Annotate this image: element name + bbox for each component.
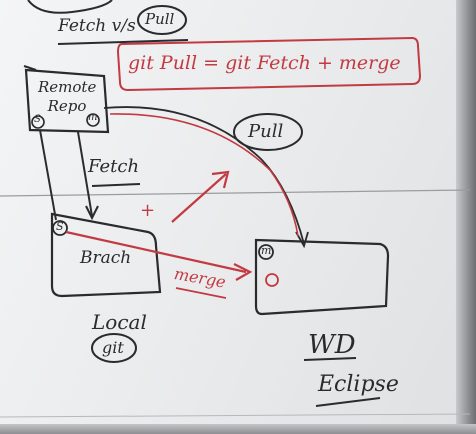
branch-s-marker: S xyxy=(56,220,64,233)
remote-s-marker: S xyxy=(34,114,41,125)
eclipse-underline xyxy=(315,397,381,407)
title-pull-label: Pull xyxy=(145,10,175,28)
fetch-arrowhead xyxy=(85,205,99,221)
board-guide-line xyxy=(0,413,471,418)
remote-s-circle xyxy=(31,115,45,129)
remote-repo-box xyxy=(24,68,110,134)
wd-m-circle xyxy=(258,244,274,260)
merge-underline xyxy=(175,287,227,299)
eclipse-label: Eclipse xyxy=(318,372,399,397)
formula-box xyxy=(116,36,422,92)
branch-box xyxy=(50,212,162,298)
branch-label: Brach xyxy=(80,248,132,268)
whiteboard-frame-bottom xyxy=(0,424,476,434)
board-guide-line xyxy=(0,189,471,197)
title-pull-circle xyxy=(137,5,187,35)
title-label: Fetch v/s xyxy=(58,16,136,36)
pull-curve xyxy=(109,113,299,237)
fetch-underline xyxy=(91,183,141,187)
wd-underline xyxy=(303,357,357,361)
git-circle xyxy=(91,333,137,363)
pull-arrow xyxy=(171,173,227,223)
pull-label: Pull xyxy=(248,121,284,142)
fetch-arrow xyxy=(77,131,93,217)
remote-to-wd-arrow xyxy=(103,106,305,245)
remote-to-branch-line xyxy=(39,129,57,221)
local-label: Local xyxy=(92,310,147,334)
pull-arrowhead xyxy=(211,170,230,189)
remote-repo-label: Remote Repo xyxy=(38,78,97,115)
whiteboard-frame-right xyxy=(456,0,476,434)
remote-m-marker: m xyxy=(88,112,98,123)
pull-label-circle xyxy=(233,113,303,151)
wd-label: WD xyxy=(308,330,356,360)
merge-arrowhead xyxy=(233,263,253,281)
title-underline xyxy=(57,39,189,45)
branch-s-circle xyxy=(52,220,68,236)
fetch-label: Fetch xyxy=(88,156,140,177)
remote-m-circle xyxy=(86,113,100,127)
wd-box xyxy=(254,238,390,316)
wd-m-marker: m xyxy=(261,244,272,257)
plus-label: + xyxy=(140,200,156,221)
merge-arrow xyxy=(65,230,247,274)
wd-red-circle xyxy=(265,273,279,287)
partial-circle-shape xyxy=(27,0,113,14)
git-label: git xyxy=(102,338,124,357)
formula-text: git Pull = git Fetch + merge xyxy=(128,52,401,74)
